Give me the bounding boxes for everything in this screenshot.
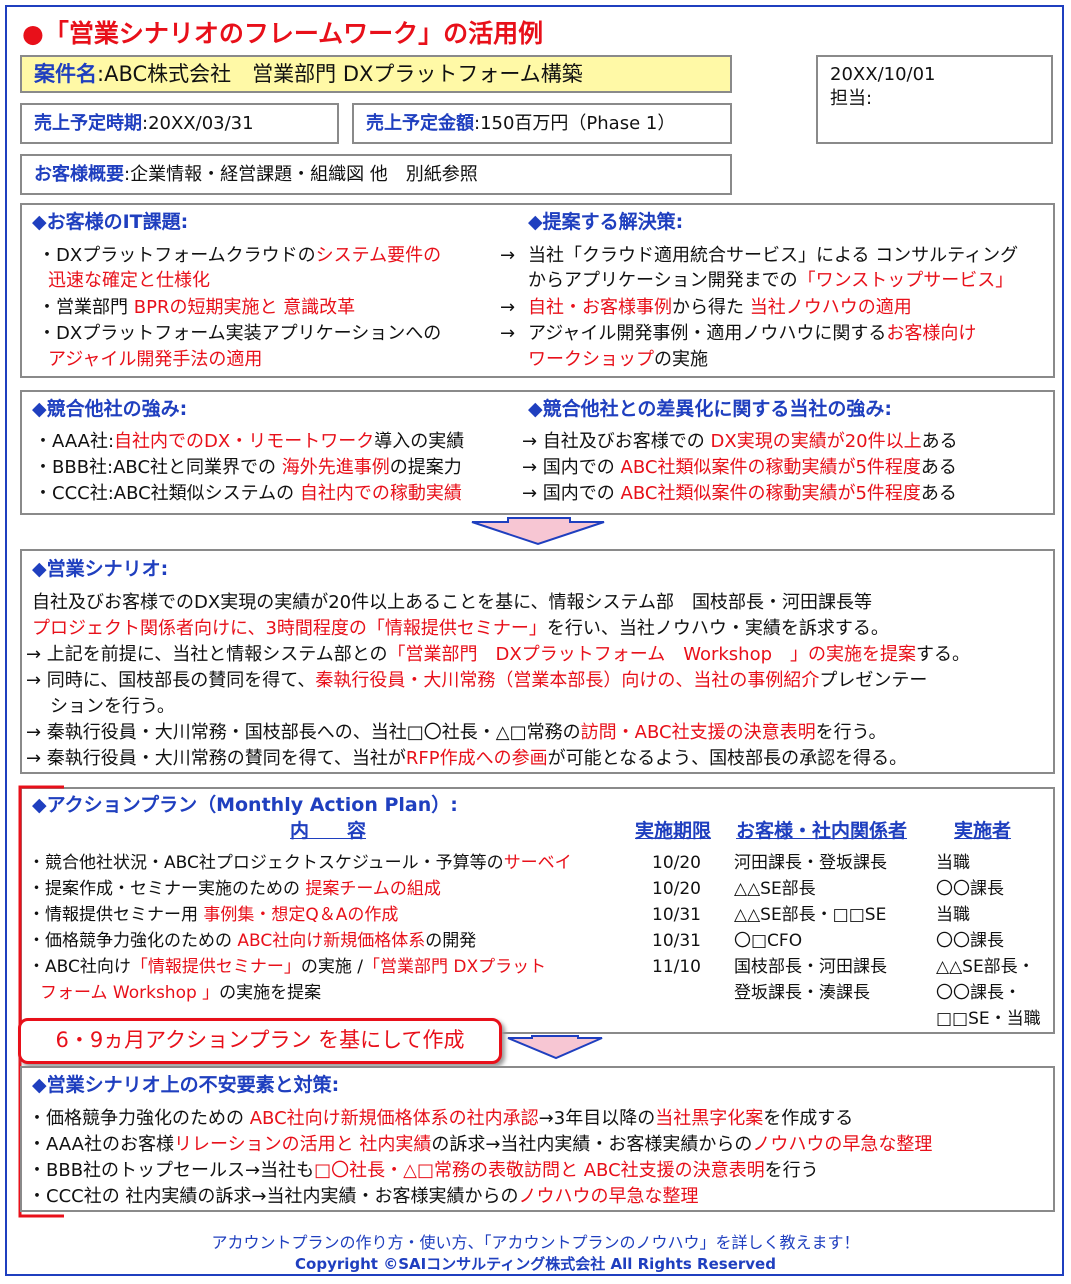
sales-amount-value: :150百万円（Phase 1） bbox=[474, 113, 676, 134]
action-row-5-deadline: 11/10 bbox=[652, 957, 701, 977]
risks-section: ◆営業シナリオ上の不安要素と対策: ・価格競争力強化のための ABC社向け新規価… bbox=[20, 1066, 1055, 1212]
solution-2: 自社・お客様事例から得た 当社ノウハウの適用 bbox=[528, 297, 912, 318]
action-row-4-owner: 〇〇課長 bbox=[936, 931, 1004, 951]
action-row-5-owner-2: 〇〇課長・ bbox=[936, 983, 1021, 1003]
solution-arrow-1: → bbox=[500, 245, 516, 266]
case-value: :ABC株式会社 営業部門 DXプラットフォーム構築 bbox=[97, 62, 583, 86]
risk-1: ・価格競争力強化のための ABC社向け新規価格体系の社内承認→3年目以降の当社黒… bbox=[28, 1108, 854, 1129]
scenario-line-4: → 同時に、国枝部長の賛同を得て、秦執行役員・大川常務（営業本部長）向けの、当社… bbox=[26, 670, 928, 691]
action-row-5-owner-3: □□SE・当職 bbox=[936, 1009, 1041, 1029]
sales-amount-label: 売上予定金額 bbox=[366, 113, 474, 134]
callout-box: 6・9ヵ月アクションプラン を基にして作成 bbox=[18, 1018, 502, 1064]
it-issue-3-cont: アジャイル開発手法の適用 bbox=[48, 349, 263, 370]
action-row-2: ・提案作成・セミナー実施のための 提案チームの組成 bbox=[28, 879, 441, 899]
callout-text: 6・9ヵ月アクションプラン を基にして作成 bbox=[55, 1028, 465, 1052]
date-text: 20XX/10/01 bbox=[830, 64, 936, 85]
action-row-1-who: 河田課長・登坂課長 bbox=[734, 853, 887, 873]
overview-label: お客様概要 bbox=[34, 164, 124, 185]
competitor-ccc: ・CCC社:ABC社類似システムの 自社内での稼動実績 bbox=[34, 483, 462, 504]
risk-4: ・CCC社の 社内実績の訴求→当社内実績・お客様実績からのノウハウの早急な整理 bbox=[28, 1186, 699, 1207]
sales-period-label: 売上予定時期 bbox=[34, 113, 142, 134]
sales-period-line: 売上予定時期:20XX/03/31 bbox=[34, 112, 254, 136]
it-issue-3: ・DXプラットフォーム実装アプリケーションへの bbox=[38, 323, 442, 344]
solution-1: 当社「クラウド適用統合サービス」による コンサルティング bbox=[528, 245, 1019, 266]
action-plan-heading: ◆アクションプラン（Monthly Action Plan）: bbox=[32, 794, 458, 816]
down-arrow-2-icon bbox=[507, 1035, 603, 1060]
sales-period-value: :20XX/03/31 bbox=[142, 113, 254, 134]
col-owner: 実施者 bbox=[954, 820, 1012, 842]
scenario-heading: ◆営業シナリオ: bbox=[32, 558, 169, 580]
footer-line-1: アカウントプランの作り方・使い方、「アカウントプランのノウハウ」を詳しく教えます… bbox=[211, 1233, 860, 1252]
action-row-2-deadline: 10/20 bbox=[652, 879, 701, 899]
col-stakeholders: お客様・社内関係者 bbox=[736, 820, 908, 842]
it-issue-1-cont: 迅速な確定と仕様化 bbox=[48, 270, 210, 291]
scenario-line-2: プロジェクト関係者向けに、3時間程度の「情報提供セミナー」を行い、当社ノウハウ・… bbox=[32, 618, 889, 639]
sales-amount-box: 売上予定金額:150百万円（Phase 1） bbox=[352, 103, 732, 144]
scenario-line-4-cont: ションを行う。 bbox=[50, 696, 175, 717]
it-issues-heading: ◆お客様のIT課題: bbox=[32, 211, 189, 233]
competitors-heading: ◆競合他社の強み: bbox=[32, 398, 188, 420]
it-issues-section: ◆お客様のIT課題: ・DXプラットフォームクラウドのシステム要件の 迅速な確定… bbox=[20, 203, 1055, 378]
sales-period-box: 売上予定時期:20XX/03/31 bbox=[20, 103, 339, 144]
solution-3-cont: ワークショップの実施 bbox=[528, 349, 708, 370]
competitor-bbb: ・BBB社:ABC社と同業界での 海外先進事例の提案力 bbox=[34, 457, 462, 478]
action-row-3-who: △△SE部長・□□SE bbox=[734, 905, 887, 925]
date-owner-box: 20XX/10/01 担当: bbox=[816, 55, 1053, 144]
solution-arrow-3: → bbox=[500, 323, 516, 344]
overview-line: お客様概要:企業情報・経営課題・組織図 他 別紙参照 bbox=[34, 163, 478, 187]
risks-heading: ◆営業シナリオ上の不安要素と対策: bbox=[32, 1074, 340, 1096]
col-content: 内 容 bbox=[290, 820, 367, 842]
action-row-1: ・競合他社状況・ABC社プロジェクトスケジュール・予算等のサーベイ bbox=[28, 853, 572, 873]
case-name-line: 案件名:ABC株式会社 営業部門 DXプラットフォーム構築 bbox=[34, 62, 583, 86]
sales-amount-line: 売上予定金額:150百万円（Phase 1） bbox=[366, 112, 675, 136]
page-frame bbox=[5, 5, 1064, 1276]
differentiation-heading: ◆競合他社との差異化に関する当社の強み: bbox=[528, 398, 893, 420]
it-issue-2: ・営業部門 BPRの短期実施と 意識改革 bbox=[38, 297, 356, 318]
competitors-section: ◆競合他社の強み: ◆競合他社との差異化に関する当社の強み: ・AAA社:自社内… bbox=[20, 390, 1055, 515]
down-arrow-icon bbox=[471, 517, 605, 546]
strength-1: → 自社及びお客様での DX実現の実績が20件以上ある bbox=[522, 431, 958, 452]
action-row-5-who-2: 登坂課長・湊課長 bbox=[734, 983, 870, 1003]
page-title: ●「営業シナリオのフレームワーク」の活用例 bbox=[22, 19, 544, 48]
action-row-5-cont: フォーム Workshop 」の実施を提案 bbox=[40, 983, 322, 1003]
col-deadline: 実施期限 bbox=[635, 820, 712, 842]
case-label: 案件名 bbox=[34, 62, 97, 86]
action-row-5: ・ABC社向け「情報提供セミナー」の実施 /「営業部門 DXプラット bbox=[28, 957, 547, 977]
red-bracket-icon bbox=[18, 785, 64, 1218]
strength-3: → 国内での ABC社類似案件の稼動実績が5件程度ある bbox=[522, 483, 957, 504]
solution-3: アジャイル開発事例・適用ノウハウに関するお客様向け bbox=[528, 323, 977, 344]
action-row-1-owner: 当職 bbox=[936, 853, 970, 873]
action-row-2-who: △△SE部長 bbox=[734, 879, 816, 899]
action-row-4-deadline: 10/31 bbox=[652, 931, 701, 951]
solution-arrow-2: → bbox=[500, 297, 516, 318]
scenario-line-6: → 秦執行役員・大川常務の賛同を得て、当社がRFP作成への参画が可能となるよう、… bbox=[26, 748, 908, 769]
owner-text: 担当: bbox=[830, 88, 873, 109]
risk-2: ・AAA社のお客様リレーションの活用と 社内実績の訴求→当社内実績・お客様実績か… bbox=[28, 1134, 933, 1155]
solutions-heading: ◆提案する解決策: bbox=[528, 211, 684, 233]
strength-2: → 国内での ABC社類似案件の稼動実績が5件程度ある bbox=[522, 457, 957, 478]
action-row-2-owner: 〇〇課長 bbox=[936, 879, 1004, 899]
risk-3: ・BBB社のトップセールス→当社も□〇社長・△□常務の表敬訪問と ABC社支援の… bbox=[28, 1160, 819, 1181]
footer-copyright: Copyright ©SAIコンサルティング株式会社 All Rights Re… bbox=[295, 1255, 776, 1273]
action-row-4-who: 〇□CFO bbox=[734, 931, 803, 951]
scenario-line-3: → 上記を前提に、当社と情報システム部との「営業部門 DXプラットフォーム Wo… bbox=[26, 644, 971, 665]
action-row-3-owner: 当職 bbox=[936, 905, 970, 925]
case-name-box: 案件名:ABC株式会社 営業部門 DXプラットフォーム構築 bbox=[20, 55, 732, 93]
action-row-3: ・情報提供セミナー用 事例集・想定Q＆Aの作成 bbox=[28, 905, 399, 925]
action-row-1-deadline: 10/20 bbox=[652, 853, 701, 873]
action-row-5-owner: △△SE部長・ bbox=[936, 957, 1035, 977]
competitor-aaa: ・AAA社:自社内でのDX・リモートワーク導入の実績 bbox=[34, 431, 465, 452]
overview-value: :企業情報・経営課題・組織図 他 別紙参照 bbox=[124, 164, 478, 185]
action-row-4: ・価格競争力強化のための ABC社向け新規価格体系の開発 bbox=[28, 931, 477, 951]
action-row-5-who: 国枝部長・河田課長 bbox=[734, 957, 887, 977]
scenario-line-5: → 秦執行役員・大川常務・国枝部長への、当社□〇社長・△□常務の訪問・ABC社支… bbox=[26, 722, 887, 743]
scenario-line-1: 自社及びお客様でのDX実現の実績が20件以上あることを基に、情報システム部 国枝… bbox=[32, 592, 873, 613]
sales-scenario-section: ◆営業シナリオ: 自社及びお客様でのDX実現の実績が20件以上あることを基に、情… bbox=[20, 549, 1055, 774]
customer-overview-box: お客様概要:企業情報・経営課題・組織図 他 別紙参照 bbox=[20, 154, 732, 195]
solution-1-cont: からアプリケーション開発までの「ワンストップサービス」 bbox=[528, 270, 1014, 291]
action-plan-section: ◆アクションプラン（Monthly Action Plan）: 内 容 実施期限… bbox=[20, 787, 1055, 1034]
it-issue-1: ・DXプラットフォームクラウドのシステム要件の bbox=[38, 245, 442, 266]
action-row-3-deadline: 10/31 bbox=[652, 905, 701, 925]
